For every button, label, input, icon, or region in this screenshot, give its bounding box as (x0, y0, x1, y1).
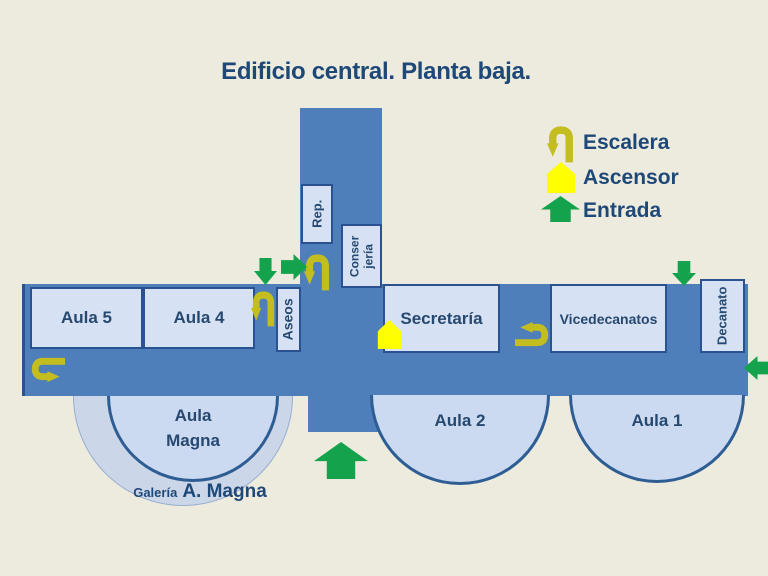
galeria-label-name: A. Magna (182, 481, 267, 502)
room-aula-4-label: Aula 4 (173, 308, 225, 327)
aula-1-hall: Aula 1 (569, 395, 745, 483)
room-secretaria-label: Secretaría (400, 308, 483, 328)
room-conserjeria: Conser jería (341, 224, 382, 288)
room-secretaria: Secretaría (383, 284, 500, 353)
elevator-icon (377, 319, 402, 350)
entrance-arrow-icon (541, 196, 580, 222)
room-conserjeria-label: Conser jería (347, 235, 376, 277)
room-rep: Rep. (301, 184, 333, 244)
entrance-arrow-left-icon (744, 356, 768, 380)
room-aseos-label: Aseos (280, 298, 297, 341)
entrance-arrow-down-icon (672, 261, 696, 286)
room-aula-5-label: Aula 5 (60, 308, 113, 327)
stairs-uturn-arrow-icon (513, 317, 549, 353)
room-vicedecanatos-label: Vicedecanatos (559, 310, 658, 327)
room-aseos: Aseos (276, 287, 301, 352)
room-aula-4: Aula 4 (143, 287, 255, 349)
aula-magna-label: Aula Magna (166, 406, 220, 450)
stairs-uturn-arrow-icon (547, 126, 575, 164)
galeria-label: Galería A. Magna (110, 481, 290, 503)
aula-1-label: Aula 1 (631, 411, 683, 430)
legend-label-entrada: Entrada (583, 199, 662, 222)
entrance-arrow-down-icon (254, 258, 277, 285)
stairs-uturn-arrow-icon (31, 351, 67, 387)
room-rep-label: Rep. (309, 199, 325, 229)
stairs-uturn-arrow-icon (251, 291, 276, 328)
stairs-uturn-arrow-icon (304, 254, 331, 292)
main-entrance-arrow-icon (314, 442, 368, 479)
aula-2-hall: Aula 2 (370, 395, 550, 485)
elevator-icon (546, 161, 576, 194)
galeria-label-prefix: Galería (133, 485, 178, 500)
legend-label-escalera: Escalera (583, 131, 670, 154)
page-title: Edificio central. Planta baja. (221, 58, 531, 85)
aula-2-label: Aula 2 (434, 411, 486, 430)
entrance-vestibule (308, 394, 378, 432)
room-decanato: Decanato (700, 279, 745, 353)
room-vicedecanatos: Vicedecanatos (550, 284, 667, 353)
legend-label-ascensor: Ascensor (583, 166, 679, 189)
room-aula-5: Aula 5 (30, 287, 143, 349)
entrance-arrow-right-icon (281, 254, 307, 280)
room-decanato-label: Decanato (714, 286, 730, 346)
